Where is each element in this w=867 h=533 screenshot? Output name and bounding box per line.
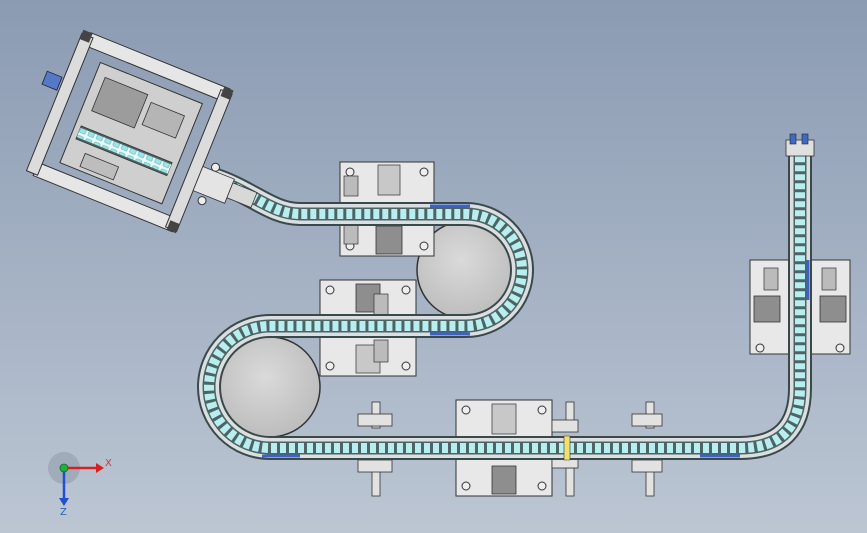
chain-end-bracket[interactable] <box>785 133 815 157</box>
guide-post-set[interactable] <box>357 401 663 497</box>
tension-end-unit[interactable] <box>9 23 289 256</box>
y-axis-icon <box>59 463 69 473</box>
z-axis-arrow-icon <box>59 498 69 506</box>
x-axis-arrow-icon <box>96 463 104 473</box>
conveyor-chain[interactable] <box>197 148 812 461</box>
z-axis-label: Z <box>60 507 67 516</box>
x-axis-label: X <box>105 458 112 469</box>
axis-triad: X Z <box>48 452 112 516</box>
